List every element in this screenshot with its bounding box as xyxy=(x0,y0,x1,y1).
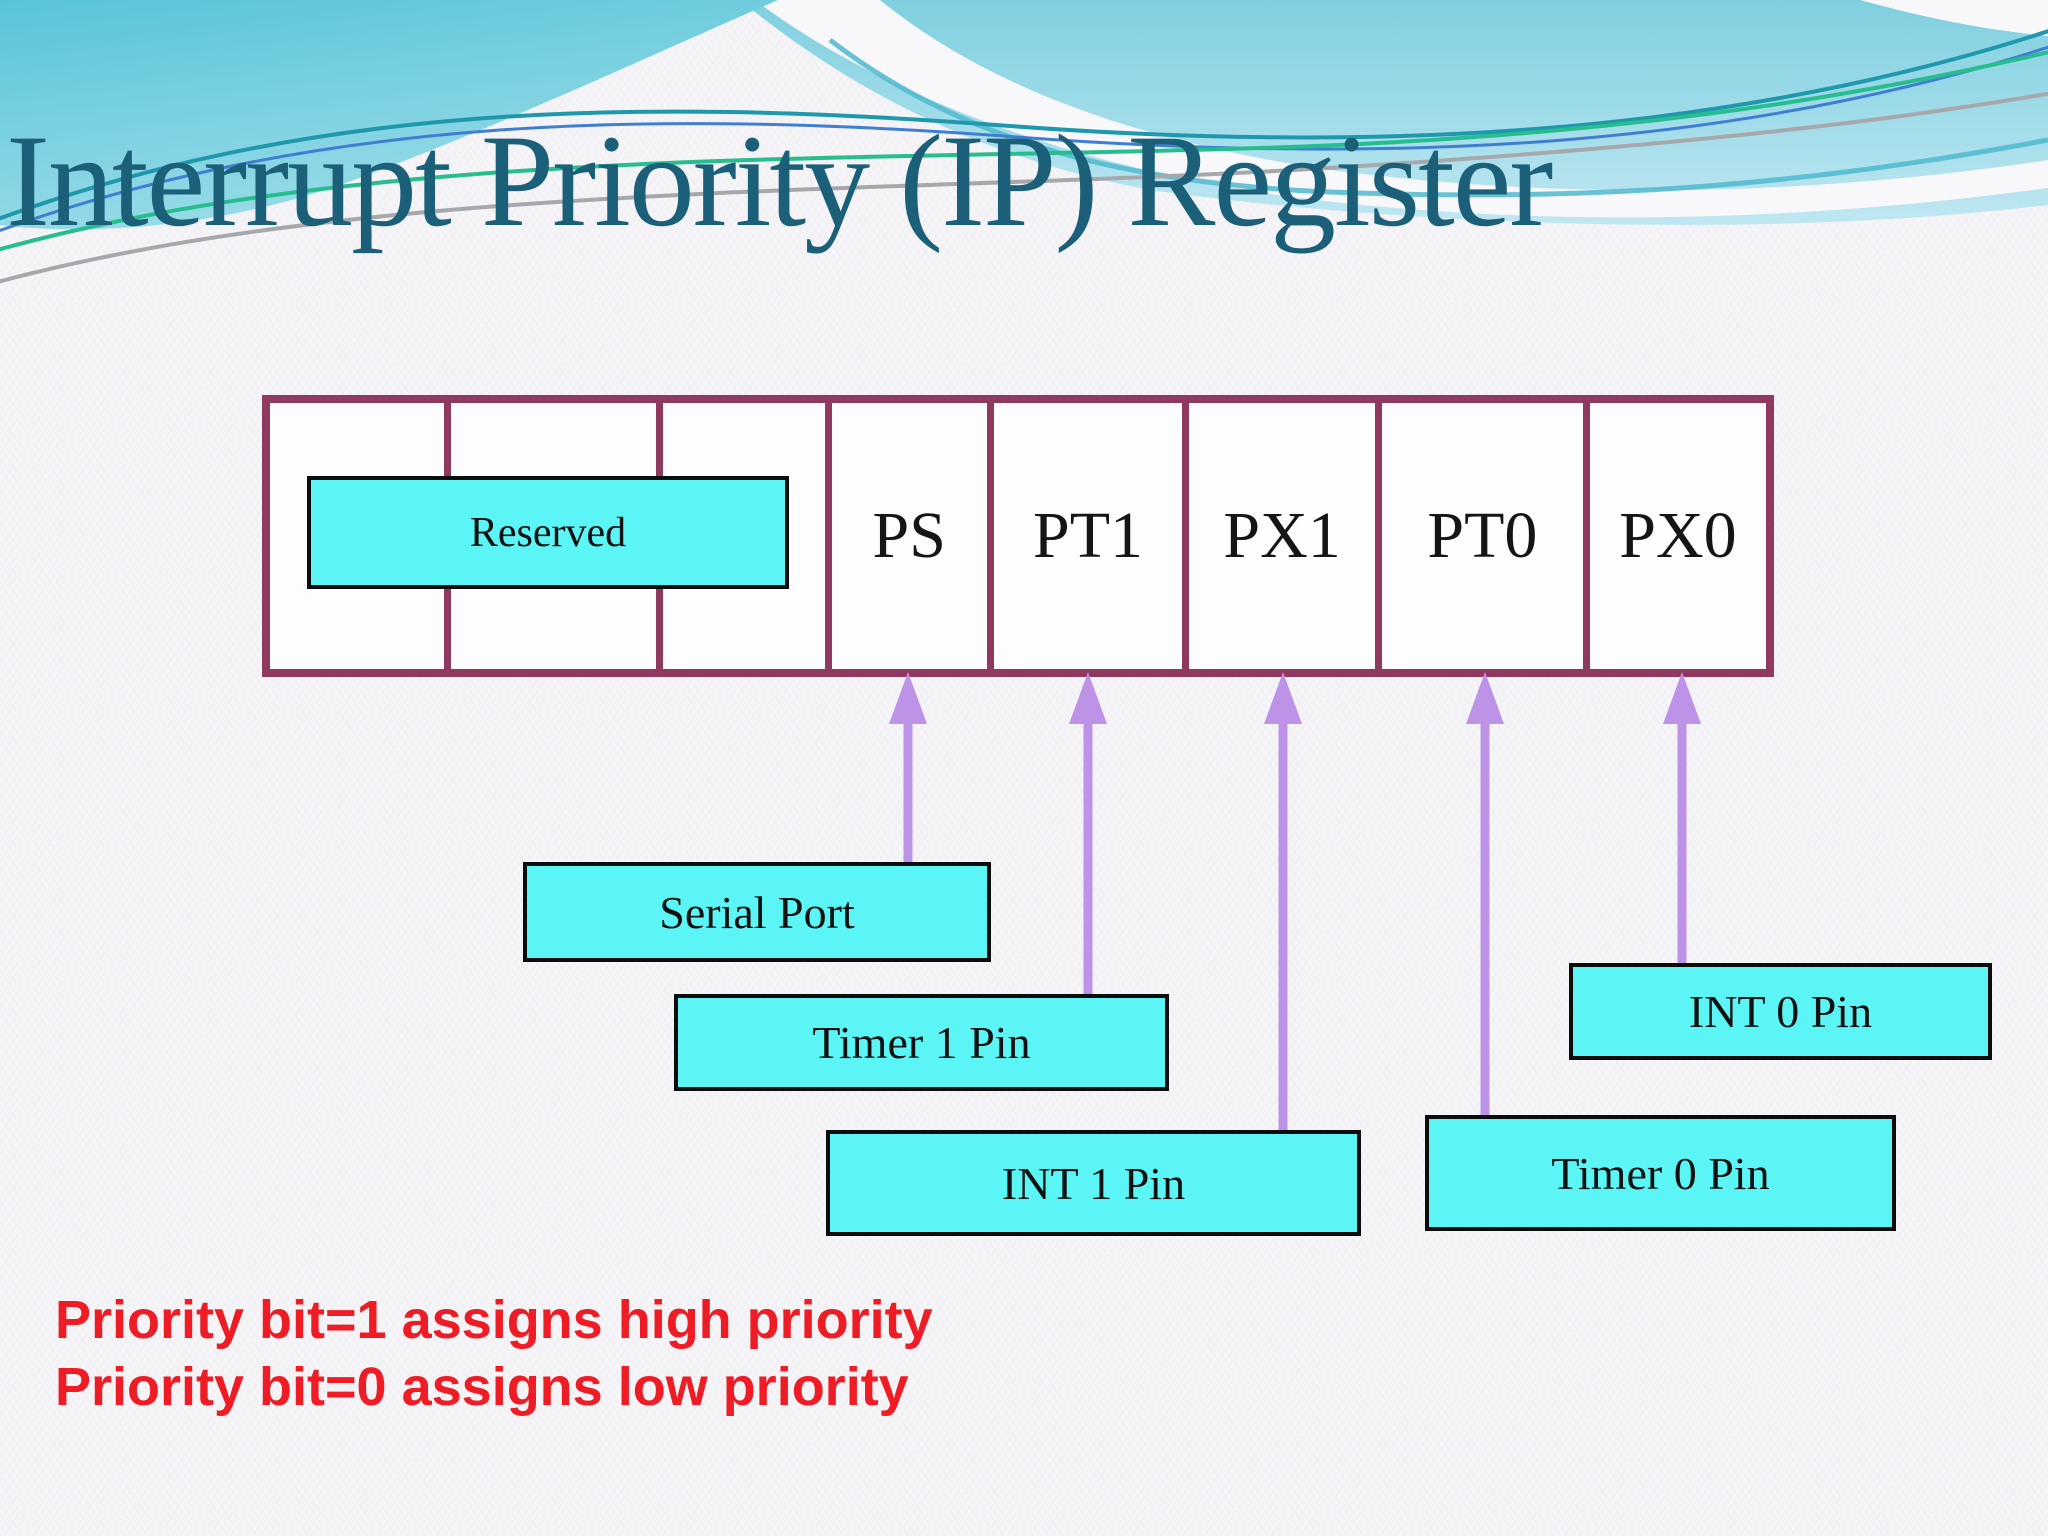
callout-int-0-pin: INT 0 Pin xyxy=(1569,963,1992,1060)
arrow-ps-serial-port xyxy=(889,672,927,866)
register-bit-cell-ps: PS xyxy=(824,403,987,669)
register-bit-cell-px0: PX0 xyxy=(1582,403,1766,669)
banner-corner-wedge xyxy=(1860,0,2048,36)
priority-notes: Priority bit=1 assigns high priority Pri… xyxy=(55,1287,933,1421)
reserved-box: Reserved xyxy=(307,476,789,589)
curve-line-teal xyxy=(0,29,2048,221)
register-bit-cell-px1: PX1 xyxy=(1182,403,1375,669)
ip-register-box: PS PT1 PX1 PT0 PX0 xyxy=(262,395,1774,677)
priority-note-line-2: Priority bit=0 assigns low priority xyxy=(55,1356,909,1417)
banner-right-band xyxy=(740,0,2048,225)
arrow-px0-int-0-pin xyxy=(1663,672,1701,967)
slide-title: Interrupt Priority (IP) Register xyxy=(6,107,1553,254)
callout-serial-port: Serial Port xyxy=(523,862,991,962)
curve-line-blue xyxy=(0,45,2048,233)
register-bit-cell-pt1: PT1 xyxy=(986,403,1183,669)
banner-white-swoosh xyxy=(755,0,2048,218)
register-bit-cell-pt0: PT0 xyxy=(1374,403,1583,669)
arrow-px1-int-1-pin xyxy=(1264,672,1302,1134)
callout-timer-1-pin: Timer 1 Pin xyxy=(674,994,1169,1091)
arrow-pt0-timer-0-pin xyxy=(1466,672,1504,1119)
priority-note-line-1: Priority bit=1 assigns high priority xyxy=(55,1290,933,1350)
banner-left-blob xyxy=(0,0,778,230)
curve-line-gray xyxy=(0,91,2048,284)
curve-line-green xyxy=(0,50,2048,252)
arrow-pt1-timer-1-pin xyxy=(1069,672,1107,998)
callout-int-1-pin: INT 1 Pin xyxy=(826,1130,1361,1236)
banner-wave-decoration xyxy=(0,0,2048,284)
callout-timer-0-pin: Timer 0 Pin xyxy=(1425,1115,1896,1231)
